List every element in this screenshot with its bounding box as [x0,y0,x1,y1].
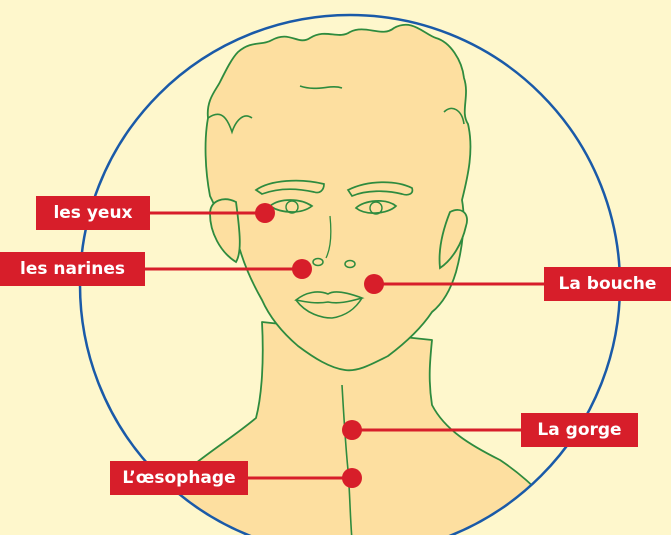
eyes-label: les yeux [36,196,150,230]
esophagus-marker-dot [342,468,362,488]
eyes-marker-dot [255,203,275,223]
mouth-label: La bouche [544,267,671,301]
left-ear [210,199,240,262]
throat-marker-dot [342,420,362,440]
throat-label: La gorge [521,413,638,447]
esophagus-label: L’œsophage [110,461,248,495]
nostrils-marker-dot [292,259,312,279]
mouth-marker-dot [364,274,384,294]
nostrils-label: les narines [0,252,145,286]
head-outline [206,25,471,371]
